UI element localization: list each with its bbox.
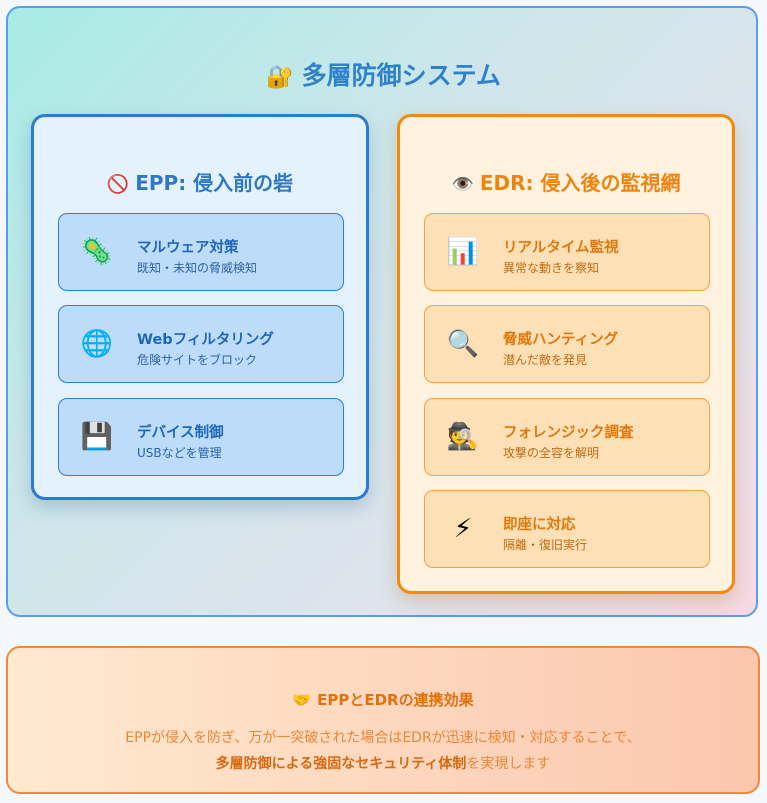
card-desc: 既知・未知の脅威検知	[137, 261, 258, 275]
epp-column: 🚫EPP: 侵入前の砦 🦠 マルウェア対策 既知・未知の脅威検知 🌐 Webフィ…	[31, 114, 369, 500]
bar-chart-icon: 📊	[446, 237, 480, 267]
eye-icon: 👁️	[451, 174, 474, 195]
card-desc: 危険サイトをブロック	[137, 353, 258, 367]
card-desc: USBなどを管理	[137, 446, 222, 460]
summary-text-line1: EPPが侵入を防ぎ、万が一突破された場合はEDRが迅速に検知・対応することで、	[125, 730, 641, 746]
epp-card-device-control: 💾 デバイス制御 USBなどを管理	[58, 398, 344, 476]
card-desc: 攻撃の全容を解明	[503, 446, 600, 460]
epp-card-web-filter: 🌐 Webフィルタリング 危険サイトをブロック	[58, 305, 344, 383]
card-title: 脅威ハンティング	[503, 332, 619, 348]
lock-key-icon: 🔐	[266, 65, 294, 90]
summary-text-line2: 多層防御による強固なセキュリティ体制を実現します	[215, 756, 551, 772]
card-title: リアルタイム監視	[503, 240, 619, 256]
globe-icon: 🌐	[80, 329, 114, 359]
epp-card-malware: 🦠 マルウェア対策 既知・未知の脅威検知	[58, 213, 344, 291]
edr-card-realtime: 📊 リアルタイム監視 異常な動きを察知	[424, 213, 710, 291]
card-title: Webフィルタリング	[137, 332, 274, 348]
edr-card-forensics: 🕵️ フォレンジック調査 攻撃の全容を解明	[424, 398, 710, 476]
summary-box: 🤝EPPとEDRの連携効果 EPPが侵入を防ぎ、万が一突破された場合はEDRが迅…	[6, 646, 760, 794]
lightning-icon: ⚡	[453, 514, 473, 544]
card-title: 即座に対応	[503, 517, 576, 533]
card-desc: 隔離・復旧実行	[503, 538, 588, 552]
floppy-disk-icon: 💾	[80, 422, 114, 452]
page-title: 🔐多層防御システム	[266, 61, 501, 90]
magnifier-icon: 🔍	[446, 329, 480, 359]
edr-card-response: ⚡ 即座に対応 隔離・復旧実行	[424, 490, 710, 568]
summary-emphasis: 多層防御による強固なセキュリティ体制	[215, 756, 467, 772]
edr-title: 👁️EDR: 侵入後の監視網	[451, 171, 681, 195]
card-title: デバイス制御	[137, 425, 224, 441]
prohibited-icon: 🚫	[106, 174, 130, 195]
edr-card-hunting: 🔍 脅威ハンティング 潜んだ敵を発見	[424, 305, 710, 383]
card-title: フォレンジック調査	[503, 425, 634, 441]
microbe-icon: 🦠	[80, 237, 114, 267]
detective-icon: 🕵️	[446, 422, 480, 452]
card-title: マルウェア対策	[137, 240, 239, 256]
summary-title: 🤝EPPとEDRの連携効果	[292, 691, 474, 709]
card-desc: 異常な動きを察知	[503, 261, 600, 275]
edr-column: 👁️EDR: 侵入後の監視網 📊 リアルタイム監視 異常な動きを察知 🔍 脅威ハ…	[397, 114, 735, 594]
handshake-icon: 🤝	[292, 691, 312, 709]
card-desc: 潜んだ敵を発見	[503, 353, 588, 367]
epp-title: 🚫EPP: 侵入前の砦	[106, 171, 294, 195]
